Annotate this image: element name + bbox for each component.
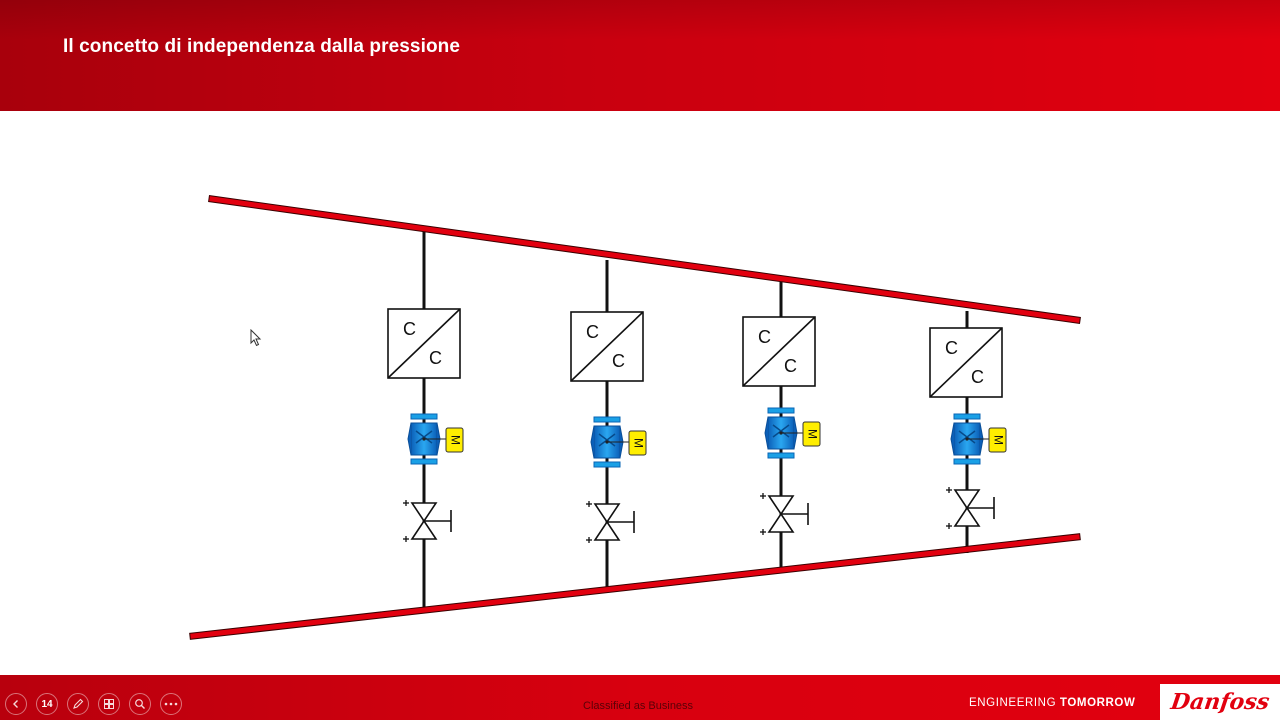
heat-exchanger-label-top: C (586, 322, 599, 342)
heat-exchanger-4: C C (929, 327, 1003, 398)
chevron-left-icon[interactable] (5, 693, 27, 715)
heat-exchanger-label-top: C (945, 338, 958, 358)
more-icon[interactable] (160, 693, 182, 715)
slide-number-icon[interactable]: 14 (36, 693, 58, 715)
heat-exchanger-label-bottom: C (971, 367, 984, 387)
slide-number: 14 (41, 698, 53, 710)
slides-grid-icon[interactable] (98, 693, 120, 715)
control-valve-2: M (590, 416, 647, 468)
balancing-valve-4 (946, 487, 995, 529)
actuator-label: M (631, 438, 645, 448)
logo-wordmark: Danfoss (1169, 689, 1271, 715)
company-tagline: ENGINEERING TOMORROW (969, 697, 1135, 709)
control-valve-4: M (950, 413, 1007, 465)
actuator-label: M (805, 429, 819, 439)
balancing-valve-3 (760, 493, 809, 535)
tagline-bold: TOMORROW (1059, 697, 1136, 709)
heat-exchanger-label-bottom: C (429, 348, 442, 368)
danfoss-logo: Danfoss (1160, 684, 1280, 720)
heat-exchanger-label-top: C (403, 319, 416, 339)
balancing-valve-2 (586, 501, 635, 543)
tagline-light: ENGINEERING (969, 697, 1057, 709)
control-valve-1: M (407, 413, 464, 465)
mouse-cursor-icon (250, 329, 262, 347)
zoom-icon[interactable] (129, 693, 151, 715)
pen-icon[interactable] (67, 693, 89, 715)
heat-exchanger-1: C C (387, 308, 461, 379)
slide-title: Il concetto di independenza dalla pressi… (63, 36, 461, 57)
return-pipe (189, 533, 1081, 640)
balancing-valve-1 (403, 500, 452, 542)
heat-exchanger-label-top: C (758, 327, 771, 347)
actuator-label: M (448, 435, 462, 445)
pressure-independence-diagram: C C M C C M (0, 111, 1280, 675)
supply-pipe (208, 195, 1081, 324)
control-valve-3: M (764, 407, 821, 459)
classification-label: Classified as Business (583, 700, 694, 712)
heat-exchanger-label-bottom: C (612, 351, 625, 371)
heat-exchanger-label-bottom: C (784, 356, 797, 376)
heat-exchanger-2: C C (570, 311, 644, 382)
heat-exchanger-3: C C (742, 316, 816, 387)
actuator-label: M (991, 435, 1005, 445)
slide-footer: 14 Classified as Business ENGINEERING TO… (0, 675, 1280, 720)
slide-header: Il concetto di independenza dalla pressi… (0, 0, 1280, 111)
